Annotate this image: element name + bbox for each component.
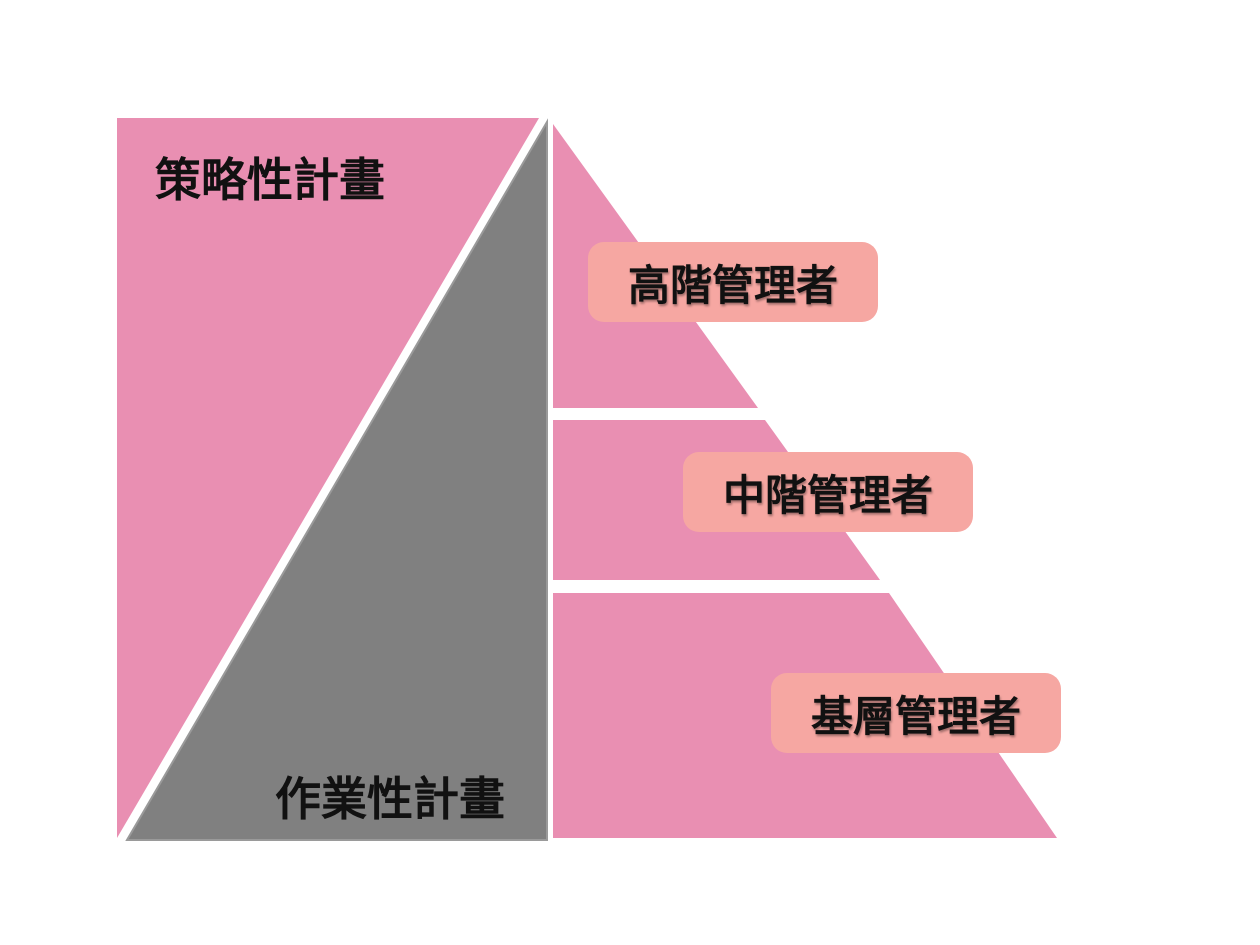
level-label-top: 高階管理者: [627, 260, 838, 310]
operational-plan-region: [125, 118, 548, 841]
level-badge-top-management: 高階管理者: [588, 242, 878, 322]
level-badge-middle-management: 中階管理者: [683, 452, 973, 532]
strategic-plan-region: [117, 118, 539, 838]
operational-plan-label: 作業性計畫: [275, 772, 505, 826]
level-badge-first-line-management: 基層管理者: [771, 673, 1061, 753]
strategic-plan-label: 策略性計畫: [155, 153, 385, 207]
level-label-first-line: 基層管理者: [810, 691, 1021, 741]
level-label-middle: 中階管理者: [722, 470, 933, 520]
